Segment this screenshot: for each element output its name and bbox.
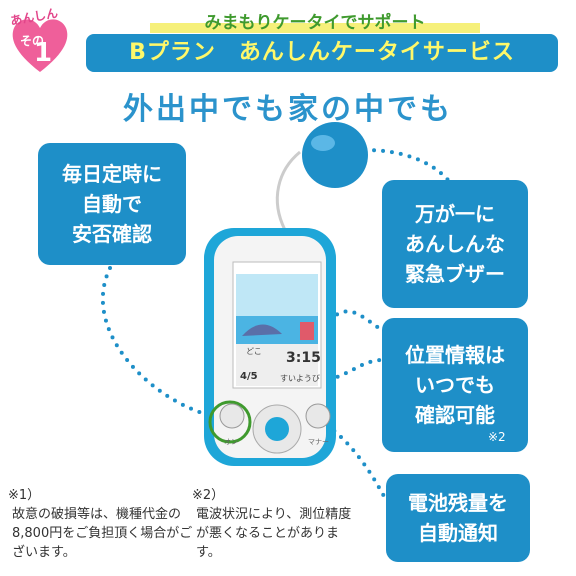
card-buzzer-line2: あんしんな	[405, 232, 505, 256]
phone-time: 3:15	[286, 350, 321, 366]
phone-place: どこ	[246, 347, 262, 356]
footnote-1-text: 故意の破損等は、機種代金の8,800円をご負担頂く場合がございます。	[12, 507, 193, 560]
card-emergency-buzzer: 万が一に あんしんな 緊急ブザー	[382, 180, 528, 308]
card-daily-line3: 安否確認	[72, 222, 152, 246]
card-buzzer-line3: 緊急ブザー	[405, 262, 505, 286]
tagline: みまもりケータイでサポート	[150, 8, 480, 33]
card-location-note: ※2	[488, 430, 506, 444]
card-location-line1: 位置情報は	[405, 343, 505, 367]
phone-date: 4/5	[240, 371, 258, 382]
heart-badge-icon	[12, 19, 68, 73]
footnote-2-text: 電波状況により、測位精度が悪くなることがあります。	[196, 507, 352, 560]
footnote-2: ※2） 電波状況により、測位精度が悪くなることがあります。	[192, 486, 362, 562]
footnote-2-mark: ※2）	[192, 488, 225, 503]
headline: 外出中でも家の中でも	[123, 92, 453, 127]
card-location: 位置情報は いつでも 確認可能	[382, 318, 528, 452]
footnote-1-mark: ※1）	[8, 488, 41, 503]
card-daily-line1: 毎日定時に	[62, 162, 162, 186]
card-buzzer-line1: 万が一に	[415, 202, 495, 226]
card-daily-line2: 自動で	[82, 192, 142, 216]
badge-number: 1	[34, 38, 53, 68]
plan-banner	[86, 34, 558, 72]
phone-right-label: マナー	[308, 438, 329, 446]
card-location-line2: いつでも	[415, 373, 495, 397]
phone-weekday: すいようび	[280, 374, 320, 383]
card-battery-line2: 自動通知	[418, 521, 498, 545]
plan-title: Bプラン あんしんケータイサービス	[129, 40, 515, 65]
card-daily-check: 毎日定時に 自動で 安否確認	[38, 143, 186, 265]
footnote-1: ※1） 故意の破損等は、機種代金の8,800円をご負担頂く場合がございます。	[8, 486, 194, 562]
phone-left-label: オン	[224, 438, 238, 446]
card-battery: 電池残量を 自動通知	[386, 474, 530, 562]
badge-prefix: その	[20, 34, 45, 48]
card-battery-line1: 電池残量を	[408, 491, 508, 515]
card-location-line3: 確認可能	[415, 403, 495, 427]
